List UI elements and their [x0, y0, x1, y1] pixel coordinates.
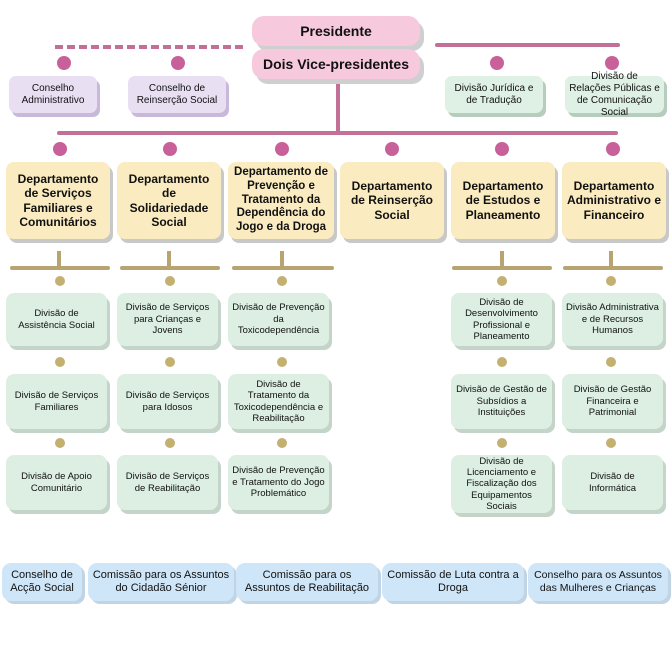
president-box: Presidente	[252, 16, 420, 46]
connector-dot	[165, 357, 175, 367]
connector-dot	[495, 142, 509, 156]
division-box: Divisão de Serviços Familiares	[6, 374, 107, 429]
advisory-box-legal-division: Divisão Jurídica e de Tradução	[445, 76, 543, 113]
olive-connector	[452, 266, 552, 270]
connector-dot	[277, 276, 287, 286]
olive-connector	[10, 266, 110, 270]
olive-connector	[500, 251, 504, 267]
dashed-connector-left	[55, 45, 243, 49]
connector-dot	[497, 276, 507, 286]
olive-connector	[232, 266, 334, 270]
department-box: Departamento de Estudos e Planeamento	[451, 162, 555, 239]
division-box: Divisão de Serviços de Reabilitação	[117, 455, 218, 510]
connector-dot	[55, 276, 65, 286]
division-box: Divisão de Gestão de Subsídios a Institu…	[451, 374, 552, 429]
connector-dot	[606, 438, 616, 448]
connector-trunk	[336, 75, 340, 133]
committee-box: Comissão para os Assuntos do Cidadão Sén…	[88, 563, 234, 601]
connector-dot	[606, 142, 620, 156]
connector-right	[435, 43, 620, 47]
connector-dot	[163, 142, 177, 156]
division-box: Divisão Administrativa e de Recursos Hum…	[562, 293, 663, 346]
advisory-box-administrative-council: Conselho Administrativo	[9, 76, 97, 113]
olive-connector	[280, 251, 284, 267]
connector-dot	[490, 56, 504, 70]
olive-connector	[609, 251, 613, 267]
connector-dot	[275, 142, 289, 156]
connector-dot	[277, 357, 287, 367]
committee-box: Comissão para os Assuntos de Reabilitaçã…	[236, 563, 378, 601]
connector-dot	[497, 438, 507, 448]
connector-dot	[385, 142, 399, 156]
department-bus-line	[57, 131, 618, 135]
connector-dot	[277, 438, 287, 448]
committee-box: Conselho para os Assuntos das Mulheres e…	[528, 563, 668, 601]
division-box: Divisão de Apoio Comunitário	[6, 455, 107, 510]
department-box: Departamento de Reinserção Social	[340, 162, 444, 239]
connector-dot	[55, 357, 65, 367]
department-box: Departamento de Prevenção e Tratamento d…	[228, 162, 334, 239]
connector-dot	[55, 438, 65, 448]
division-box: Divisão de Serviços para Idosos	[117, 374, 218, 429]
olive-connector	[120, 266, 220, 270]
connector-dot	[165, 438, 175, 448]
connector-dot	[57, 56, 71, 70]
connector-dot	[171, 56, 185, 70]
olive-connector	[57, 251, 61, 267]
olive-connector	[563, 266, 663, 270]
division-box: Divisão de Prevenção e Tratamento do Jog…	[228, 455, 329, 510]
connector-dot	[53, 142, 67, 156]
department-box: Departamento de Solidariedade Social	[117, 162, 221, 239]
division-box: Divisão de Assistência Social	[6, 293, 107, 346]
advisory-box-reinsertion-council: Conselho de Reinserção Social	[128, 76, 226, 113]
connector-dot	[497, 357, 507, 367]
division-box: Divisão de Serviços para Crianças e Jove…	[117, 293, 218, 346]
division-box: Divisão de Prevenção da Toxicodependênci…	[228, 293, 329, 346]
connector-dot	[605, 56, 619, 70]
division-box: Divisão de Informática	[562, 455, 663, 510]
committee-box: Conselho de Acção Social	[2, 563, 82, 601]
connector-dot	[606, 276, 616, 286]
department-box: Departamento de Serviços Familiares e Co…	[6, 162, 110, 239]
vice-presidents-box: Dois Vice-presidentes	[252, 49, 420, 79]
connector-dot	[165, 276, 175, 286]
advisory-box-public-relations-division: Divisão de Relações Públicas e de Comuni…	[565, 71, 664, 118]
division-box: Divisão de Desenvolvimento Profissional …	[451, 293, 552, 346]
division-box: Divisão de Tratamento da Toxicodependênc…	[228, 374, 329, 429]
connector-dot	[606, 357, 616, 367]
olive-connector	[167, 251, 171, 267]
department-box: Departamento Administrativo e Financeiro	[562, 162, 666, 239]
committee-box: Comissão de Luta contra a Droga	[382, 563, 524, 601]
division-box: Divisão de Gestão Financeira e Patrimoni…	[562, 374, 663, 429]
division-box: Divisão de Licenciamento e Fiscalização …	[451, 455, 552, 513]
